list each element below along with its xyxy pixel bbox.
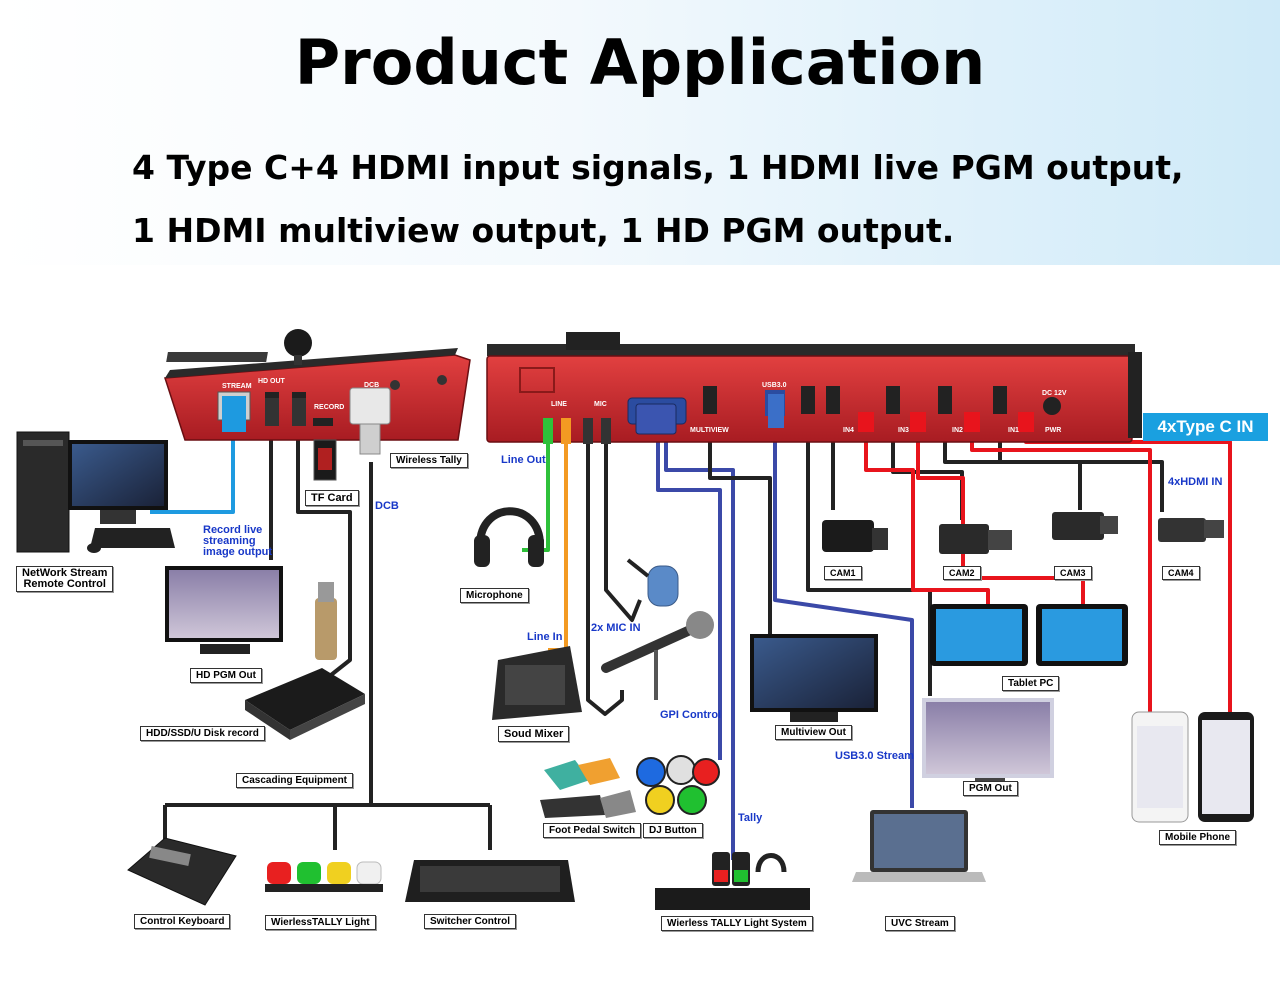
port-dc-label: DC 12V (1042, 390, 1067, 397)
cam1-label: CAM1 (824, 566, 862, 580)
port-in3-label: IN3 (898, 427, 909, 434)
cam2-label: CAM2 (943, 566, 981, 580)
control-keyboard-icon (127, 837, 237, 906)
camera-icons (822, 512, 1224, 554)
subtitle-line-2: 1 HDMI multiview output, 1 HD PGM output… (132, 211, 955, 250)
tally-system-label: Wierless TALLY Light System (661, 916, 813, 931)
headphones-icon (474, 507, 544, 567)
cam4-label: CAM4 (1162, 566, 1200, 580)
line-out-annotation: Line Out (501, 454, 546, 466)
soud-mixer-label: Soud Mixer (498, 726, 570, 742)
hd-pgm-out-label: HD PGM Out (190, 668, 262, 683)
left-connectors (222, 387, 391, 481)
record-live-annotation: Record live streaming image output (203, 524, 273, 558)
tally-annotation: Tally (738, 812, 763, 824)
pgm-tv-icon (922, 698, 1054, 784)
phone-icons (1131, 711, 1254, 823)
hdd-icon (245, 668, 365, 740)
uvc-stream-label: UVC Stream (885, 916, 955, 931)
wireless-tally-light-label: WierlessTALLY Light (265, 915, 376, 930)
dj-buttons-icon (636, 755, 720, 815)
dj-button-label: DJ Button (643, 823, 703, 838)
cable-mic-1 (586, 440, 624, 716)
tally-system-icon (655, 852, 810, 910)
port-in2-label: IN2 (952, 427, 963, 434)
port-mic-label: MIC (594, 401, 607, 408)
laptop-icon (852, 810, 986, 882)
tablet-pc-label: Tablet PC (1002, 676, 1060, 691)
gpi-annotation: GPI Control (660, 709, 722, 721)
port-pwr-label: PWR (1045, 427, 1062, 434)
usb-stream-annotation: USB3.0 Stream (835, 750, 914, 762)
header-banner (0, 0, 1280, 265)
multiview-out-label: Multiview Out (775, 725, 852, 740)
pc-icon (16, 431, 175, 553)
line-in-annotation: Line In (527, 631, 563, 643)
foot-pedal-icon (540, 758, 636, 818)
port-in1-label: IN1 (1008, 427, 1019, 434)
cable-gpi (656, 435, 722, 760)
wireless-tally-label: Wireless Tally (390, 453, 468, 468)
cable-record (296, 422, 352, 692)
hdmi-in-annotation: 4xHDMI IN (1168, 476, 1223, 488)
tablet-icons (930, 604, 1128, 666)
mobile-phone-label: Mobile Phone (1159, 830, 1236, 845)
cable-stream (150, 422, 235, 514)
cable-mic-2 (604, 440, 642, 622)
cam3-label: CAM3 (1054, 566, 1092, 580)
control-keyboard-label: Control Keyboard (134, 914, 231, 929)
subtitle-line-1: 4 Type C+4 HDMI input signals, 1 HDMI li… (132, 148, 1184, 187)
network-stream-label: NetWork Stream Remote Control (16, 566, 114, 592)
mic-in-annotation: 2x MIC IN (591, 622, 641, 634)
port-hd-out-label: HD OUT (258, 378, 285, 385)
port-multiview-label: MULTIVIEW (690, 427, 729, 434)
rear-connectors (543, 394, 1034, 444)
port-dcb-label: DCB (364, 382, 380, 389)
switcher-control-icon (405, 860, 575, 902)
studio-microphone-icon (626, 558, 679, 607)
tf-card-label: TF Card (305, 490, 359, 506)
handheld-microphone-icon (601, 611, 714, 700)
dcb-annotation: DCB (375, 500, 399, 512)
port-line-label: LINE (551, 401, 567, 408)
cable-usb (773, 420, 914, 808)
port-record-label: RECORD (314, 404, 345, 411)
switcher-side-panel (163, 329, 471, 441)
hd-pgm-monitor-icon (165, 566, 283, 654)
cable-multiview (708, 420, 772, 640)
cable-tally (664, 435, 735, 860)
usb-disk-icon (315, 582, 337, 660)
microphone-label: Microphone (460, 588, 529, 603)
multiview-monitor-icon (750, 634, 878, 722)
foot-pedal-label: Foot Pedal Switch (543, 823, 642, 838)
tally-lights-icon (265, 861, 383, 892)
port-stream-label: STREAM (222, 383, 252, 390)
cable-line-in (548, 440, 568, 652)
pgm-out-label: PGM Out (963, 781, 1018, 796)
switcher-control-label: Switcher Control (424, 914, 517, 929)
page-title: Product Application (294, 26, 986, 99)
hdd-label: HDD/SSD/U Disk record (140, 726, 265, 741)
sound-mixer-icon (492, 646, 582, 720)
cable-typec-1 (864, 430, 990, 605)
port-usb-label: USB3.0 (762, 382, 787, 389)
cascading-label: Cascading Equipment (236, 773, 354, 788)
port-in4-label: IN4 (843, 427, 854, 434)
typec-in-badge: 4xType C IN (1143, 413, 1268, 441)
